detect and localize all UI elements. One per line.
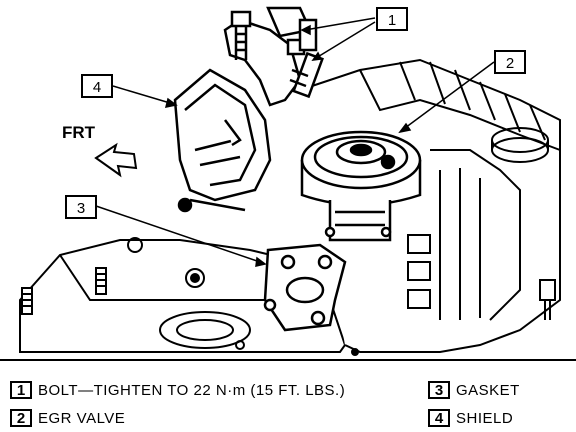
legend-key-4: 4 bbox=[428, 409, 450, 427]
callout-box-1: 1 bbox=[376, 7, 408, 31]
legend-item-gasket: 3 GASKET bbox=[428, 379, 520, 401]
legend-item-egr-valve: 2 EGR VALVE bbox=[10, 407, 125, 429]
legend-key-3: 3 bbox=[428, 381, 450, 399]
callout-number-3: 3 bbox=[77, 200, 85, 217]
front-direction-label: FRT bbox=[62, 123, 96, 142]
bolts-drawing bbox=[223, 6, 324, 107]
callout-box-2: 2 bbox=[494, 50, 526, 74]
legend-text-1: BOLT—TIGHTEN TO 22 N·m (15 FT. LBS.) bbox=[38, 381, 346, 399]
legend-item-shield: 4 SHIELD bbox=[428, 407, 513, 429]
legend-text-2: EGR VALVE bbox=[38, 409, 126, 427]
legend-key-1: 1 bbox=[10, 381, 32, 399]
callout-box-3: 3 bbox=[65, 195, 97, 219]
callout-leaders bbox=[95, 17, 495, 267]
callout-number-2: 2 bbox=[506, 55, 514, 72]
legend-key-2: 2 bbox=[10, 409, 32, 427]
gasket-drawing bbox=[263, 243, 347, 332]
legend-text-3: GASKET bbox=[456, 381, 520, 399]
callout-box-4: 4 bbox=[81, 74, 113, 98]
shield-drawing bbox=[173, 68, 272, 213]
legend: 1 BOLT—TIGHTEN TO 22 N·m (15 FT. LBS.) 2… bbox=[0, 362, 576, 432]
legend-text-4: SHIELD bbox=[456, 409, 514, 427]
front-direction-arrow-icon bbox=[94, 142, 138, 178]
callout-number-1: 1 bbox=[388, 12, 396, 29]
egr-valve-drawing bbox=[300, 130, 422, 242]
callout-number-4: 4 bbox=[93, 79, 101, 96]
legend-item-bolt: 1 BOLT—TIGHTEN TO 22 N·m (15 FT. LBS.) bbox=[10, 379, 345, 401]
